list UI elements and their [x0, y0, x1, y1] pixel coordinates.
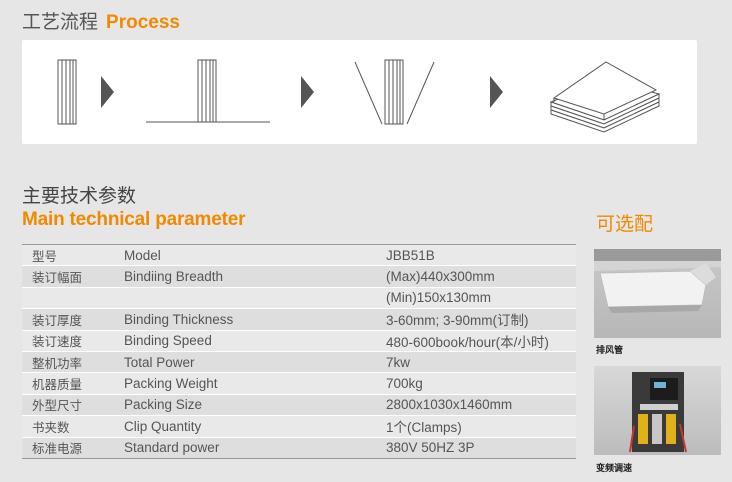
step-sheets-stack	[57, 59, 77, 125]
row-label-cn: 装订速度	[22, 330, 118, 352]
table-row: 装订速度 Binding Speed 480-600book/hour(本/小时…	[22, 330, 576, 352]
main-parameter-title-en: Main technical parameter	[22, 209, 246, 230]
row-label-en: Binding Speed	[118, 330, 380, 352]
step-sheets-in-clamp	[354, 59, 435, 125]
process-title-cn: 工艺流程	[22, 11, 99, 33]
row-label-cn: 型号	[22, 243, 118, 267]
step-finished-books	[549, 61, 661, 133]
row-value: JBB51B	[380, 243, 576, 267]
process-diagram-panel	[22, 40, 697, 144]
table-row: 标准电源 Standard power 380V 50HZ 3P	[22, 437, 576, 459]
step-sheets-on-base	[146, 59, 270, 123]
inverter-caption: 变频调速	[596, 464, 633, 474]
table-row: 装订厚度 Binding Thickness 3-60mm; 3-90mm(订制…	[22, 308, 576, 331]
exhaust-duct-icon	[594, 249, 721, 313]
frequency-inverter-icon	[629, 372, 687, 453]
row-label-cn: 书夹数	[22, 415, 118, 438]
optional-title: 可选配	[596, 213, 654, 235]
row-label-cn: 整机功率	[22, 351, 118, 374]
row-label-en: Standard power	[118, 437, 380, 459]
process-heading: 工艺流程 Process	[22, 7, 180, 33]
row-label-en	[118, 287, 380, 310]
row-value: 2800x1030x1460mm	[380, 394, 576, 417]
row-value: (Max)440x300mm	[380, 265, 576, 288]
arrow-right-icon	[101, 76, 114, 108]
row-label-en: Clip Quantity	[118, 415, 380, 438]
row-label-cn	[22, 287, 118, 310]
row-value: (Min)150x130mm	[380, 287, 576, 310]
row-label-cn: 机器质量	[22, 372, 118, 395]
row-value: 7kw	[380, 351, 576, 374]
row-value: 700kg	[380, 372, 576, 395]
arrow-right-icon	[490, 76, 503, 108]
table-row: 型号 Model JBB51B	[22, 243, 576, 267]
inverter-photo	[594, 366, 721, 455]
table-row: 装订幅面 Bindiing Breadth (Max)440x300mm	[22, 265, 576, 288]
row-label-en: Packing Weight	[118, 372, 380, 395]
exhaust-duct-caption: 排风管	[596, 346, 624, 356]
arrow-right-icon	[301, 76, 314, 108]
process-title-en: Process	[106, 12, 180, 33]
main-parameter-title-cn: 主要技术参数	[22, 185, 137, 207]
row-label-en: Packing Size	[118, 394, 380, 417]
row-value: 1个(Clamps)	[380, 415, 576, 438]
process-diagram	[57, 59, 661, 133]
row-label-cn: 标准电源	[22, 437, 118, 459]
spec-table: 型号 Model JBB51B 装订幅面 Bindiing Breadth (M…	[22, 243, 576, 459]
row-value: 380V 50HZ 3P	[380, 437, 576, 459]
table-row: 整机功率 Total Power 7kw	[22, 351, 576, 374]
table-row: 外型尺寸 Packing Size 2800x1030x1460mm	[22, 394, 576, 417]
row-label-en: Bindiing Breadth	[118, 265, 380, 288]
exhaust-duct-photo	[594, 249, 721, 338]
table-row: 书夹数 Clip Quantity 1个(Clamps)	[22, 415, 576, 438]
row-value: 480-600book/hour(本/小时)	[380, 330, 576, 352]
row-label-en: Total Power	[118, 351, 380, 374]
row-label-cn: 装订厚度	[22, 308, 118, 331]
row-label-cn: 外型尺寸	[22, 394, 118, 417]
table-row: 机器质量 Packing Weight 700kg	[22, 372, 576, 395]
table-row: (Min)150x130mm	[22, 287, 576, 310]
row-label-cn: 装订幅面	[22, 265, 118, 288]
row-label-en: Binding Thickness	[118, 308, 380, 331]
row-label-en: Model	[118, 243, 380, 267]
row-value: 3-60mm; 3-90mm(订制)	[380, 308, 576, 331]
